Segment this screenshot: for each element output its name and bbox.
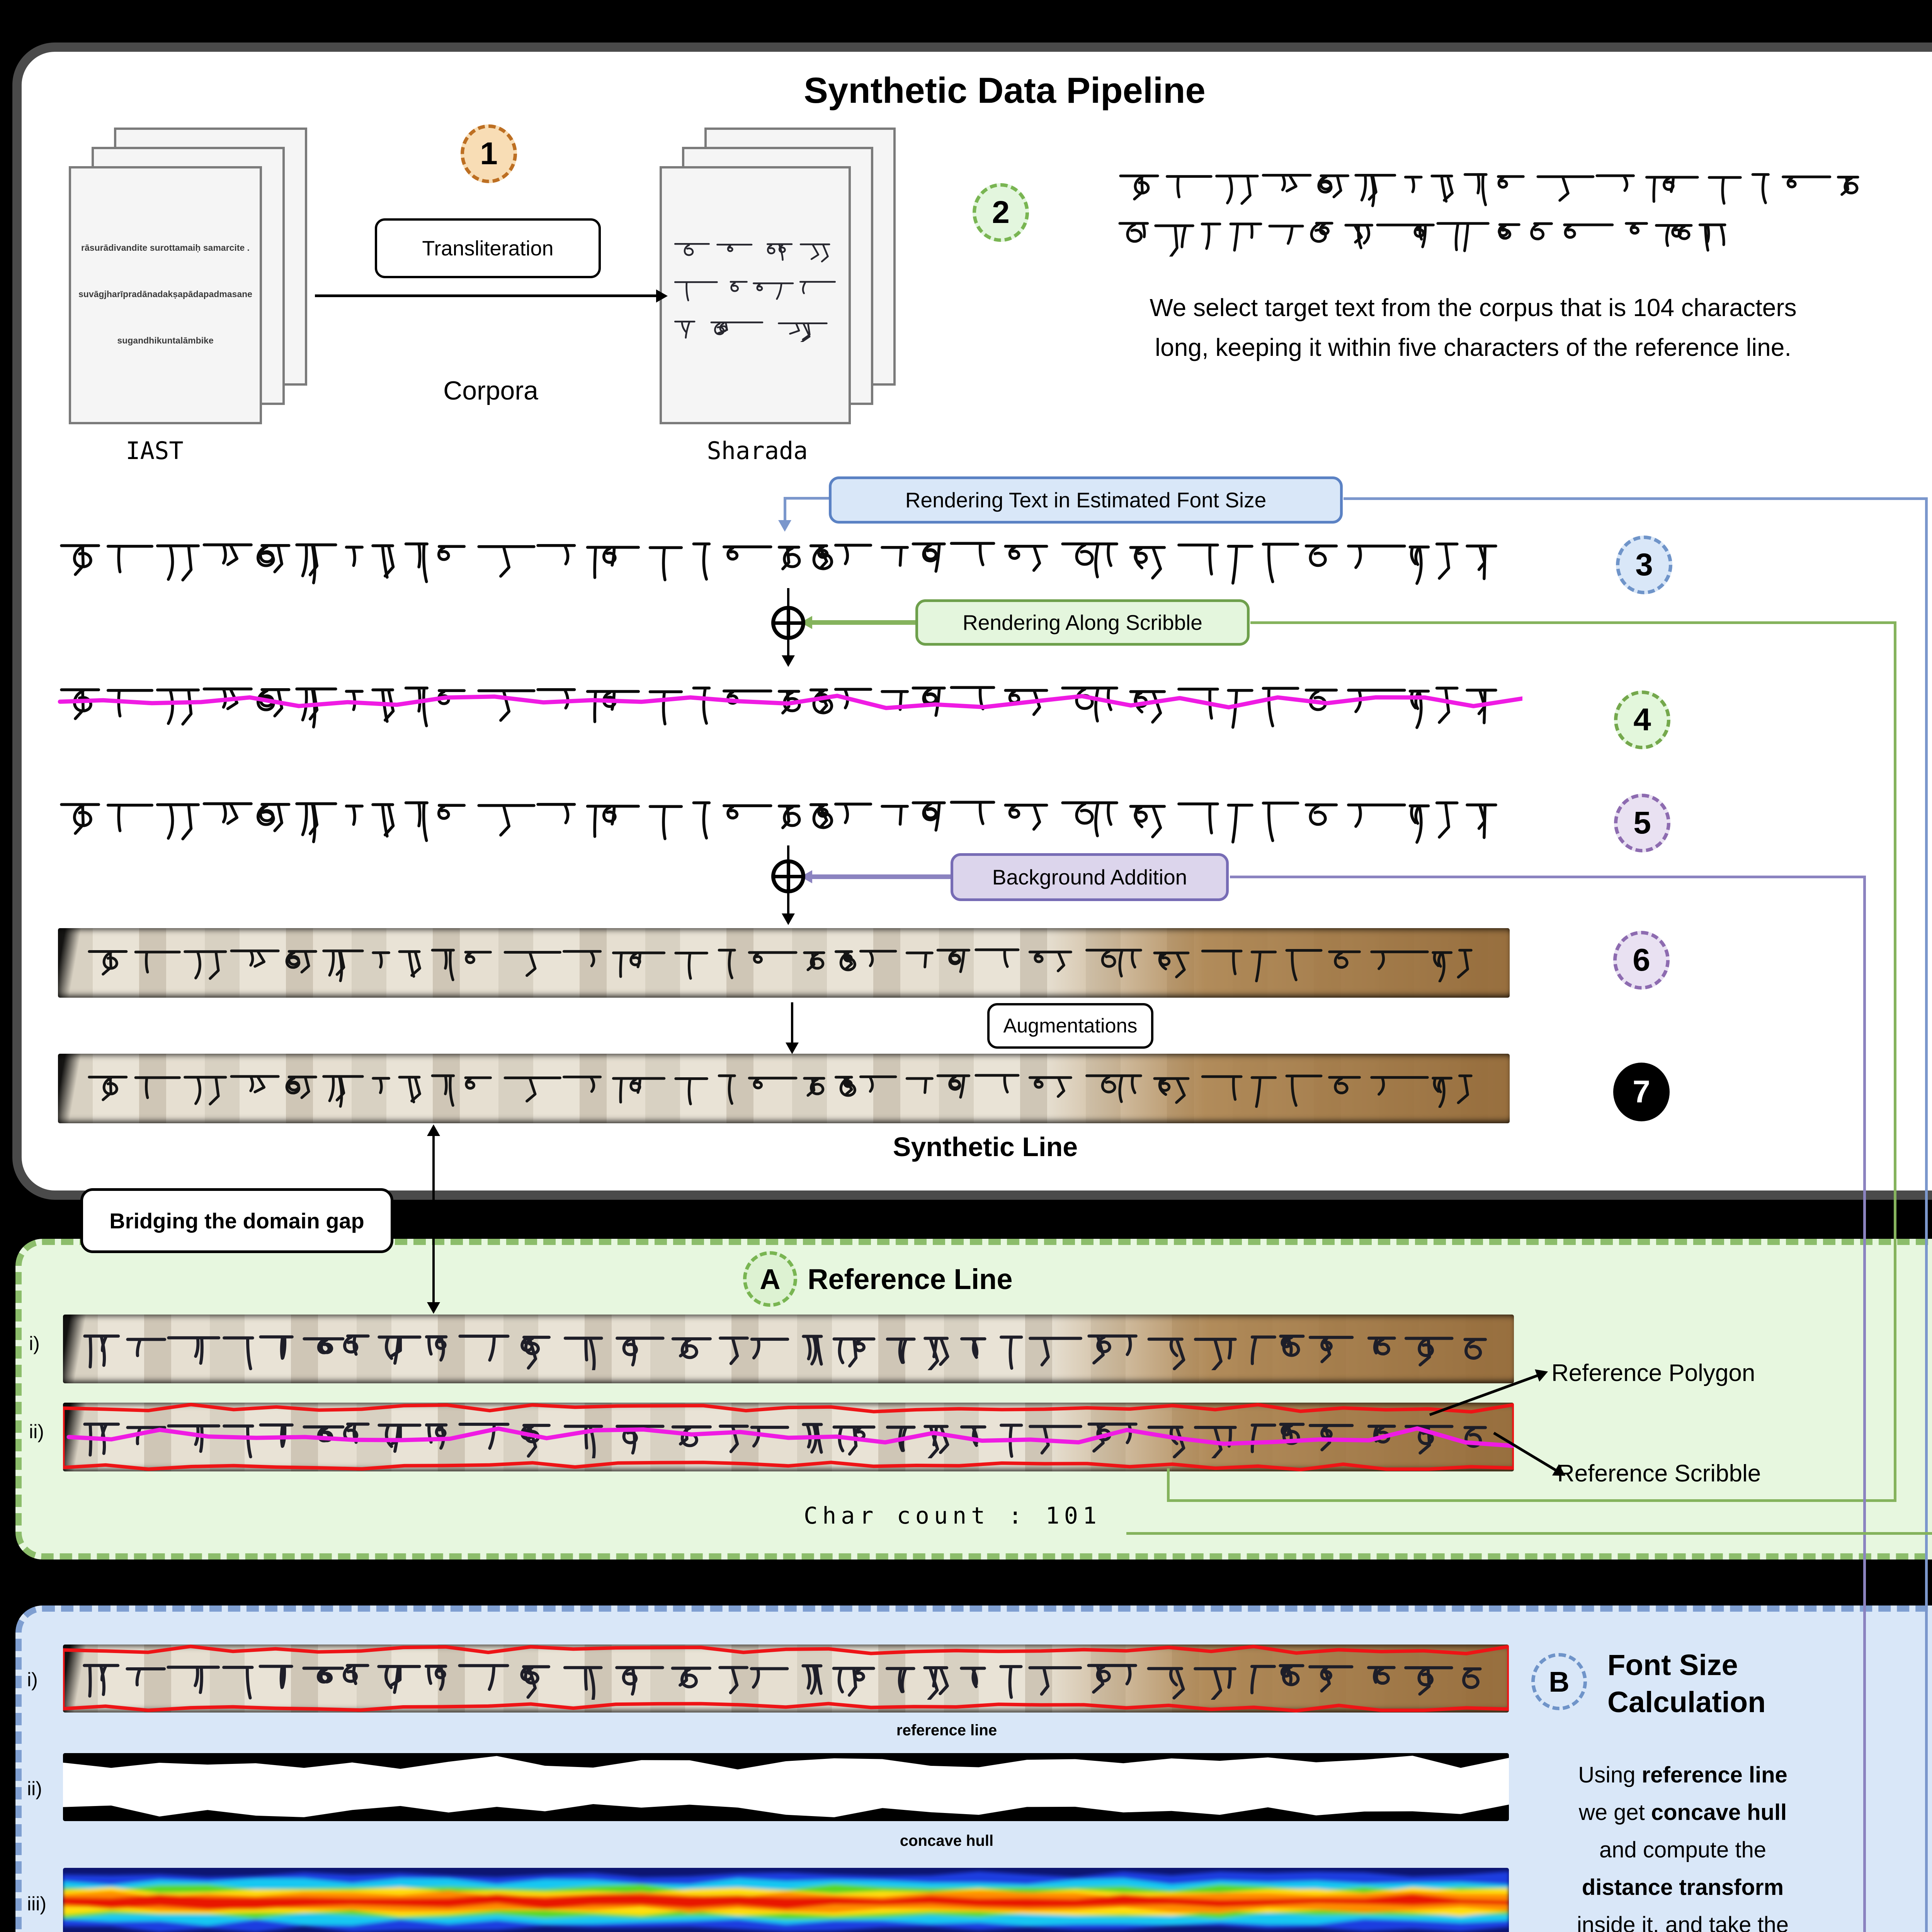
font-elbow-v	[784, 497, 786, 521]
corpora-label: Corpora	[443, 376, 538, 405]
merge1-arrow-head-icon	[782, 655, 795, 667]
bridging-box: Bridging the domain gap	[80, 1188, 393, 1253]
sharada-page-text-2	[674, 275, 837, 302]
b-reference-line-text	[77, 1655, 1494, 1700]
charcount-connector-h-bottom	[1126, 1532, 1932, 1535]
render-font-size-box: Rendering Text in Estimated Font Size	[829, 476, 1343, 524]
merge2-arrow-head-icon	[782, 913, 795, 925]
corpora-arrow-head-icon	[656, 289, 668, 303]
section-b-row-label-i: i)	[27, 1669, 38, 1690]
step-badge-2: 2	[973, 183, 1029, 242]
transliteration-box: Transliteration	[375, 218, 601, 278]
section-b-title-line1: Font Size	[1607, 1649, 1738, 1682]
iast-label: IAST	[126, 437, 184, 465]
section-a-row-label-ii: ii)	[29, 1421, 44, 1442]
scribble-connector-v	[1894, 621, 1896, 1502]
step-badge-4: 4	[1614, 690, 1670, 749]
bridging-arrow-up-icon	[427, 1124, 440, 1136]
step-badge-6: 6	[1613, 931, 1670, 990]
section-a-badge: A	[743, 1251, 797, 1307]
b-caption-concave-hull: concave hull	[900, 1832, 994, 1849]
background-connector-v	[1863, 876, 1866, 1932]
merge2-oplus-icon	[771, 859, 805, 893]
sharada-target-line-1	[1117, 163, 1882, 207]
section-a-title: Reference Line	[808, 1263, 1013, 1295]
font-elbow-h	[784, 497, 829, 500]
page-title: Synthetic Data Pipeline	[804, 70, 1206, 111]
reference-polygon-scribble-overlay	[63, 1403, 1514, 1471]
augment-arrow-head-icon	[786, 1043, 799, 1054]
step-badge-5: 5	[1614, 794, 1670, 852]
scribble-connector-stub	[1167, 1468, 1170, 1502]
background-connector-h1	[1230, 876, 1866, 878]
iast-page-front	[69, 166, 262, 424]
reference-polygon-label: Reference Polygon	[1551, 1360, 1755, 1386]
selection-text-line1: We select target text from the corpus th…	[1150, 294, 1797, 321]
reference-scribble-label: Reference Scribble	[1557, 1460, 1761, 1487]
iast-line-2: suvāgjharīpradānadakṣapādapadmasane	[78, 289, 252, 299]
concave-hull-image	[63, 1753, 1509, 1821]
iast-line-1: rāsurādivandite surottamaiḥ samarcite .	[81, 243, 250, 253]
line-6-text	[80, 939, 1488, 983]
background-arrow-shaft	[811, 874, 951, 879]
scribble-connector-h2	[1167, 1499, 1896, 1502]
render-scribble-box: Rendering Along Scribble	[915, 599, 1250, 646]
bridging-arrow-shaft	[432, 1135, 435, 1304]
scribble-connector-h1	[1250, 621, 1896, 624]
section-b-row-label-ii: ii)	[27, 1778, 42, 1799]
step-badge-3: 3	[1616, 536, 1672, 594]
distance-transform-map	[63, 1868, 1509, 1932]
scribble-arrow-shaft	[811, 620, 915, 625]
synthetic-text-line-4	[54, 674, 1522, 729]
sharada-page-text-3	[674, 315, 837, 342]
reference-line-image	[63, 1315, 1514, 1383]
section-b-row-label-iii: iii)	[27, 1893, 46, 1915]
merge1-oplus-icon	[771, 606, 805, 640]
background-addition-box: Background Addition	[951, 853, 1229, 901]
sharada-page-text-1	[674, 236, 837, 264]
concave-hull-shape	[63, 1753, 1509, 1821]
font-size-connector-v	[1925, 497, 1928, 1932]
selection-text: We select target text from the corpus th…	[981, 288, 1932, 367]
reference-line-section	[15, 1239, 1932, 1560]
augment-arrow-shaft	[791, 1002, 793, 1045]
synthetic-line-6-image	[58, 928, 1510, 998]
line-7-text	[80, 1065, 1488, 1108]
section-b-title-line2: Calculation	[1607, 1686, 1766, 1719]
synthetic-text-line-3	[54, 530, 1522, 585]
b-reference-line-image	[63, 1645, 1509, 1713]
distance-transform-image	[63, 1868, 1509, 1932]
char-count-label: Char count : 101	[804, 1502, 1101, 1529]
augmentations-box: Augmentations	[987, 1003, 1153, 1049]
b-caption-reference-line: reference line	[896, 1722, 997, 1739]
synthetic-line-label: Synthetic Line	[893, 1132, 1078, 1162]
section-a-row-label-i: i)	[29, 1333, 40, 1354]
bridging-arrow-down-icon	[427, 1302, 440, 1314]
sharada-label: Sharada	[707, 437, 808, 465]
reference-annotated-image	[63, 1403, 1514, 1471]
selection-text-line2: long, keeping it within five characters …	[1155, 333, 1792, 361]
sharada-target-line-2	[1117, 213, 1731, 257]
section-b-title: Font Size Calculation	[1607, 1647, 1901, 1721]
synthetic-line-7-image	[58, 1054, 1510, 1123]
step-badge-7: 7	[1613, 1063, 1670, 1121]
step-badge-1: 1	[461, 124, 517, 183]
reference-line-text	[78, 1325, 1500, 1371]
corpora-arrow-shaft	[315, 294, 657, 297]
iast-line-3: sugandhikuntalāmbike	[117, 335, 214, 345]
section-b-badge: B	[1531, 1653, 1587, 1710]
font-elbow-head-icon	[778, 520, 791, 532]
font-size-connector-h1	[1344, 497, 1928, 500]
synthetic-text-line-5	[54, 789, 1522, 844]
b-reference-polygon-overlay	[63, 1645, 1509, 1713]
